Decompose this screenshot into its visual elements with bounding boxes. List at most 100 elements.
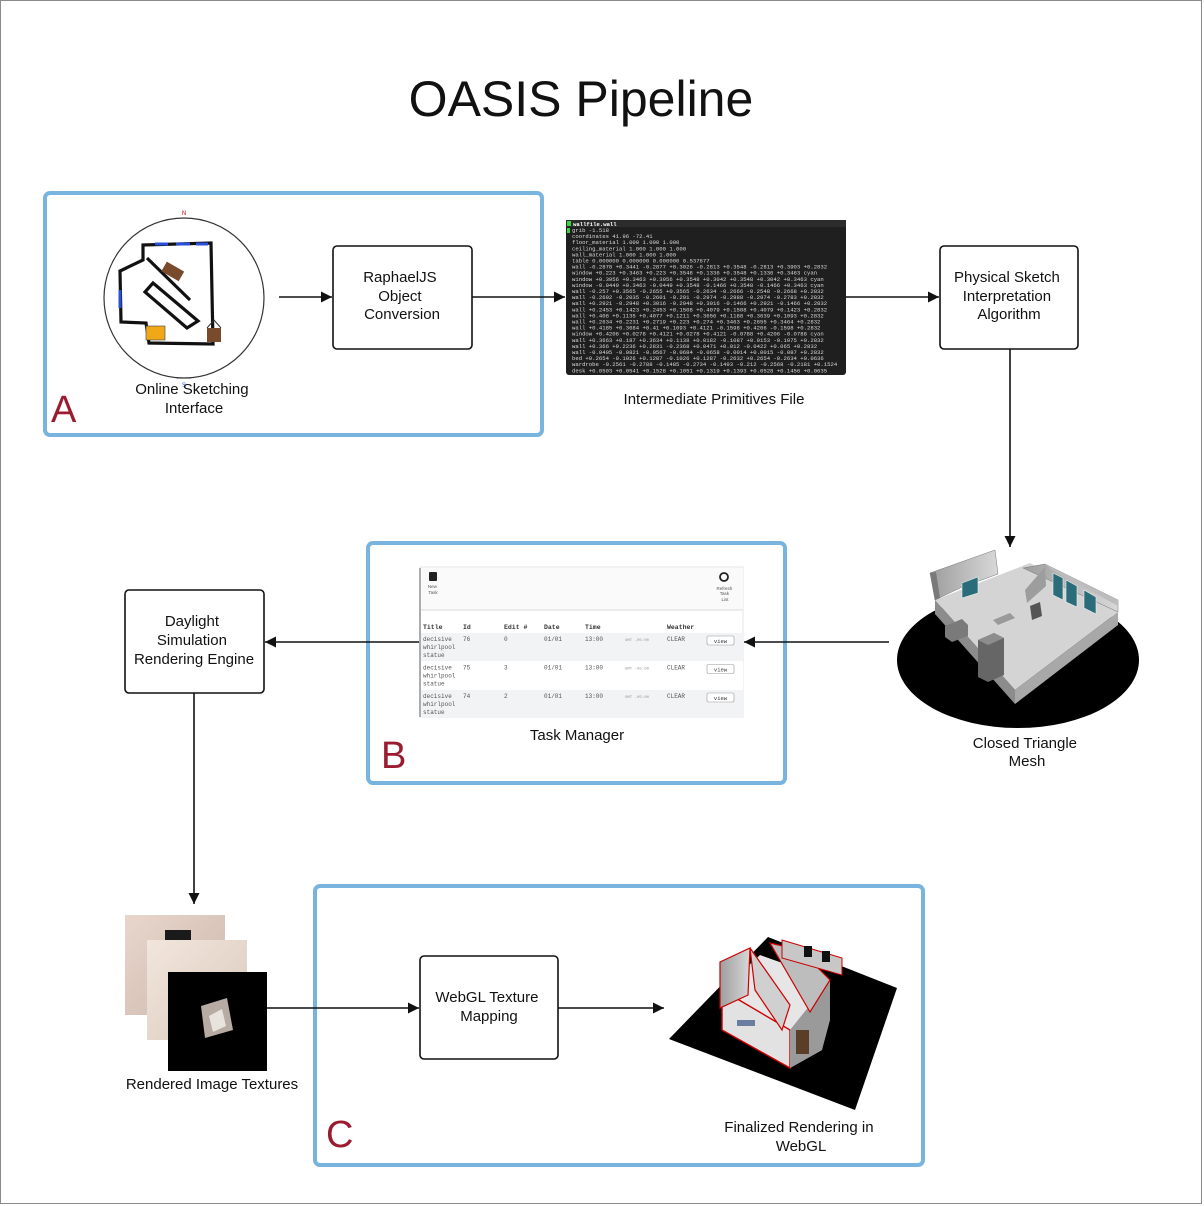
view-button[interactable]: view — [706, 664, 735, 674]
new-task-icon — [429, 572, 437, 581]
terminal-line: wall +0.406 +0.1135 +0.4077 +0.1211 +0.3… — [572, 312, 824, 319]
terminal-line: wall +0.3663 +0.187 +0.3634 +0.1138 +0.0… — [572, 337, 824, 344]
task-edit: 0 — [504, 636, 508, 643]
terminal-line: wall -0.2878 +0.3441 -0.2877 +0.3026 -0.… — [572, 264, 827, 271]
rendered-textures-image — [125, 915, 267, 1071]
task-id: 76 — [463, 636, 471, 643]
closed-mesh-image — [897, 549, 1139, 728]
task-weather: CLEAR — [667, 636, 685, 643]
terminal-line: ceiling_material 1.000 1.000 1.000 — [572, 245, 687, 252]
section-a-frame — [43, 191, 544, 437]
terminal-line: window +0.223 +0.3463 +0.223 +0.3548 +0.… — [572, 270, 817, 277]
sketch-interface-image: N S — [90, 207, 280, 392]
diagram-title: OASIS Pipeline — [409, 71, 754, 127]
svg-text:view: view — [714, 667, 728, 674]
task-timezone: GMT -05:00 — [625, 668, 650, 672]
terminal-line: floor_material 1.000 1.000 1.000 — [572, 239, 680, 246]
terminal-line: window -0.0449 +0.3463 -0.0449 +0.3548 -… — [572, 282, 824, 289]
refresh-icon — [719, 572, 729, 582]
new-task-button[interactable]: New Task — [428, 572, 439, 595]
task-table-header-cell: Date — [544, 624, 560, 631]
refresh-task-list-button[interactable]: Refresh Task List — [716, 572, 733, 602]
terminal-line: wall +0.2634 +0.2231 +0.2719 +0.223 +0.2… — [572, 319, 820, 326]
terminal-line: wall -0.257 +0.3565 -0.2655 +0.3565 -0.2… — [572, 288, 824, 295]
terminal-line: wall -0.0405 -0.0821 -0.0567 -0.0684 -0.… — [572, 349, 824, 356]
task-weather: CLEAR — [667, 665, 685, 672]
physical-sketch-box — [939, 245, 1079, 350]
terminal-line: wardrobe -0.2561 -0.2788 -0.1485 -0.2734… — [572, 361, 838, 368]
primitives-file-label: Intermediate Primitives File — [624, 391, 805, 408]
terminal-line: wall -0.2602 -0.2035 -0.2601 -0.291 -0.2… — [572, 294, 824, 301]
webgl-label: WebGL Texture Mapping — [435, 989, 542, 1025]
terminal-filename: wallfile.wall — [573, 221, 617, 228]
task-id: 75 — [463, 665, 471, 672]
task-title: statue — [423, 681, 445, 688]
task-date: 01/01 — [544, 693, 562, 700]
task-time: 13:00 — [585, 665, 603, 672]
terminal-line: wall +0.366 +0.2236 +0.2831 -0.2368 +0.0… — [572, 343, 817, 350]
terminal-line: window +0.4206 +0.0278 +0.4121 +0.0278 +… — [572, 331, 824, 338]
task-weather: CLEAR — [667, 693, 685, 700]
terminal-line: desk +0.0503 +0.0541 +0.1528 +0.1051 +0.… — [572, 367, 827, 374]
task-title: statue — [423, 652, 445, 659]
sketch-south-label: S — [182, 383, 186, 389]
task-title: whirlpool — [423, 644, 456, 651]
svg-text:New Task: New Task — [428, 584, 439, 595]
task-title: statue — [423, 709, 445, 716]
task-timezone: GMT -05:00 — [625, 696, 650, 700]
physical-sketch-label: Physical Sketch Interpretation Algorithm — [954, 269, 1064, 323]
terminal-line: bed +0.2654 -0.1026 +0.1287 -0.1026 +0.1… — [572, 355, 824, 362]
section-b-label: B — [381, 735, 406, 777]
task-edit: 3 — [504, 665, 508, 672]
raphael-label: RaphaelJS Object Conversion — [363, 269, 441, 323]
task-title: decisive — [423, 665, 452, 672]
terminal-line: grib -1.518 — [572, 227, 609, 234]
final-rendering-image — [669, 937, 897, 1110]
task-time: 13:00 — [585, 636, 603, 643]
closed-mesh-label: Closed Triangle Mesh — [973, 735, 1081, 770]
daylight-label: Daylight Simulation Rendering Engine — [134, 613, 254, 668]
task-title: decisive — [423, 693, 452, 700]
task-id: 74 — [463, 693, 471, 700]
terminal-line: window +0.3956 +0.3463 +0.3956 +0.3548 +… — [572, 276, 824, 283]
terminal-line: wall +0.2453 +0.1423 +0.2453 +0.1508 +0.… — [572, 306, 827, 313]
terminal-line: table 0.000000 0.000000 0.000000 0.53767… — [572, 258, 710, 265]
section-a-label: A — [51, 389, 77, 431]
task-manager-label: Task Manager — [530, 727, 624, 744]
final-rendering-label: Finalized Rendering in WebGL — [724, 1119, 877, 1155]
svg-text:view: view — [714, 695, 728, 702]
terminal-line: coordinates 41.96 -72.41 — [572, 233, 653, 240]
view-button[interactable]: view — [706, 635, 735, 646]
section-c-frame — [313, 884, 925, 1167]
task-time: 13:00 — [585, 693, 603, 700]
task-edit: 2 — [504, 693, 508, 700]
sketch-north-label: N — [182, 211, 186, 217]
section-b-frame — [366, 541, 787, 785]
svg-text:Refresh Task L: Refresh Task List — [716, 586, 733, 602]
task-date: 01/01 — [544, 636, 562, 643]
terminal-line: wall +0.4185 +0.3684 +0.41 +0.1093 +0.41… — [572, 325, 820, 332]
task-table-header-cell: Weather — [667, 624, 694, 631]
section-c-label: C — [326, 1114, 353, 1156]
view-button[interactable]: view — [706, 692, 735, 703]
task-table-header-cell: Title — [423, 624, 443, 631]
textures-label: Rendered Image Textures — [126, 1076, 298, 1093]
terminal-line: wall +0.2921 -0.2948 +0.3016 -0.2948 +0.… — [572, 300, 827, 307]
task-table-header-cell: Time — [585, 624, 601, 631]
sketch-interface-label: Online Sketching Interface — [135, 381, 253, 417]
task-title: whirlpool — [423, 673, 456, 680]
task-title: decisive — [423, 636, 452, 643]
svg-text:view: view — [714, 638, 728, 645]
task-table-header-cell: Edit # — [504, 624, 528, 631]
terminal-line: wall_material 1.000 1.000 1.000 — [572, 251, 677, 258]
